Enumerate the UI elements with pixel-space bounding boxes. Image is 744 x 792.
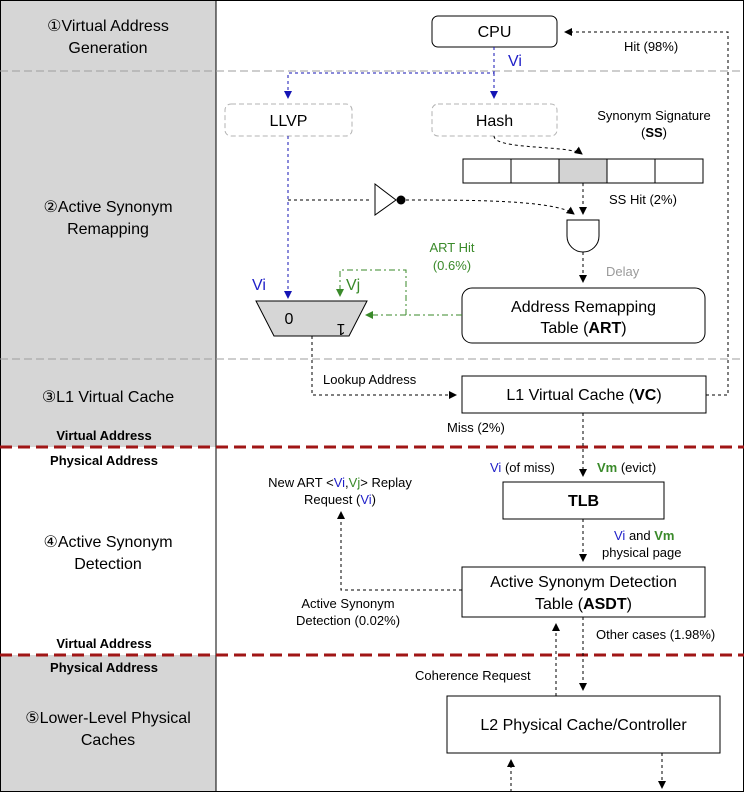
- stage-panel-physical: [0, 655, 216, 792]
- vc-box: [461, 375, 707, 414]
- asdt-label-line1: Active Synonym Detection: [490, 574, 677, 591]
- stage-3-label: ③L1 Virtual Cache: [42, 389, 174, 406]
- coherence-request-label: Coherence Request: [415, 668, 531, 683]
- stage-1-label-line2: Generation: [68, 40, 147, 57]
- ss-bit-array: [462, 158, 704, 184]
- stage-panel-virtual: [0, 0, 216, 447]
- stage-5-label-line2: Caches: [81, 732, 135, 749]
- replay-request-arrow: [337, 511, 462, 591]
- l2-label: L2 Physical Cache/Controller: [480, 717, 687, 734]
- virtual-address-label-1: Virtual Address: [56, 428, 151, 443]
- mux-to-vc-arrow: [311, 336, 457, 399]
- stage-1-label-line1: ①Virtual Address: [47, 18, 169, 35]
- hash-to-ss-arrow: [493, 135, 583, 155]
- mux: [255, 300, 368, 337]
- mux-input-1: 1: [336, 320, 345, 337]
- virtual-address-label-2: Virtual Address: [56, 636, 151, 651]
- vi-of-miss-label: Vi (of miss): [490, 460, 555, 475]
- cpu-vi-label: Vi: [508, 53, 522, 70]
- miss-label: Miss (2%): [447, 420, 505, 435]
- hit-label: Hit (98%): [624, 39, 678, 54]
- l2-box: [446, 695, 721, 754]
- new-art-label-line2: Request (Vi): [304, 492, 376, 507]
- physical-address-label-1: Physical Address: [50, 453, 158, 468]
- asd-label-line2: Detection (0.02%): [296, 613, 400, 628]
- physical-page-label-line2: physical page: [602, 545, 682, 560]
- art-hit-label-line1: ART Hit: [429, 240, 474, 255]
- hash-label: Hash: [476, 113, 513, 130]
- art-hit-label-line2: (0.6%): [433, 258, 471, 273]
- art-label-line2: Table (ART): [540, 320, 626, 337]
- physical-address-label-2: Physical Address: [50, 660, 158, 675]
- mux-input-0: 0: [285, 311, 294, 328]
- mux-vi-label: Vi: [252, 277, 266, 294]
- stage-4-label-line1: ④Active Synonym: [43, 534, 172, 551]
- other-cases-label: Other cases (1.98%): [596, 627, 715, 642]
- hash-box: [431, 103, 558, 137]
- lookup-address-label: Lookup Address: [323, 372, 417, 387]
- delay-label: Delay: [606, 264, 640, 279]
- tlb-box: [502, 481, 665, 520]
- stage-4-label-line2: Detection: [74, 556, 142, 573]
- and-gate: [566, 219, 600, 253]
- vm-evict-label: Vm (evict): [597, 460, 656, 475]
- cpu-label: CPU: [478, 24, 512, 41]
- inverter-to-and-arrow: [405, 199, 575, 215]
- asd-label-line1: Active Synonym: [301, 596, 394, 611]
- mux-vj-label: Vj: [346, 277, 360, 294]
- ss-title-line2: (SS): [641, 125, 667, 140]
- ss-hit-label: SS Hit (2%): [609, 192, 677, 207]
- tlb-label: TLB: [568, 493, 599, 510]
- stage-2-label-line2: Remapping: [67, 221, 149, 238]
- asdt-box: [461, 566, 706, 618]
- cpu-to-llvp-arrow: [284, 47, 495, 99]
- vc-label: L1 Virtual Cache (VC): [506, 387, 661, 404]
- asdt-label-line2: Table (ASDT): [535, 596, 632, 613]
- physical-page-label-line1: Vi and Vm: [614, 528, 674, 543]
- llvp-label: LLVP: [270, 113, 308, 130]
- stage-2-label-line1: ②Active Synonym: [43, 199, 172, 216]
- inverter-gate: [374, 182, 406, 216]
- ss-title-line1: Synonym Signature: [597, 108, 710, 123]
- new-art-label-line1: New ART <Vi,Vj> Replay: [268, 475, 412, 490]
- stage-5-label-line1: ⑤Lower-Level Physical: [25, 710, 191, 727]
- art-label-line1: Address Remapping: [511, 299, 656, 316]
